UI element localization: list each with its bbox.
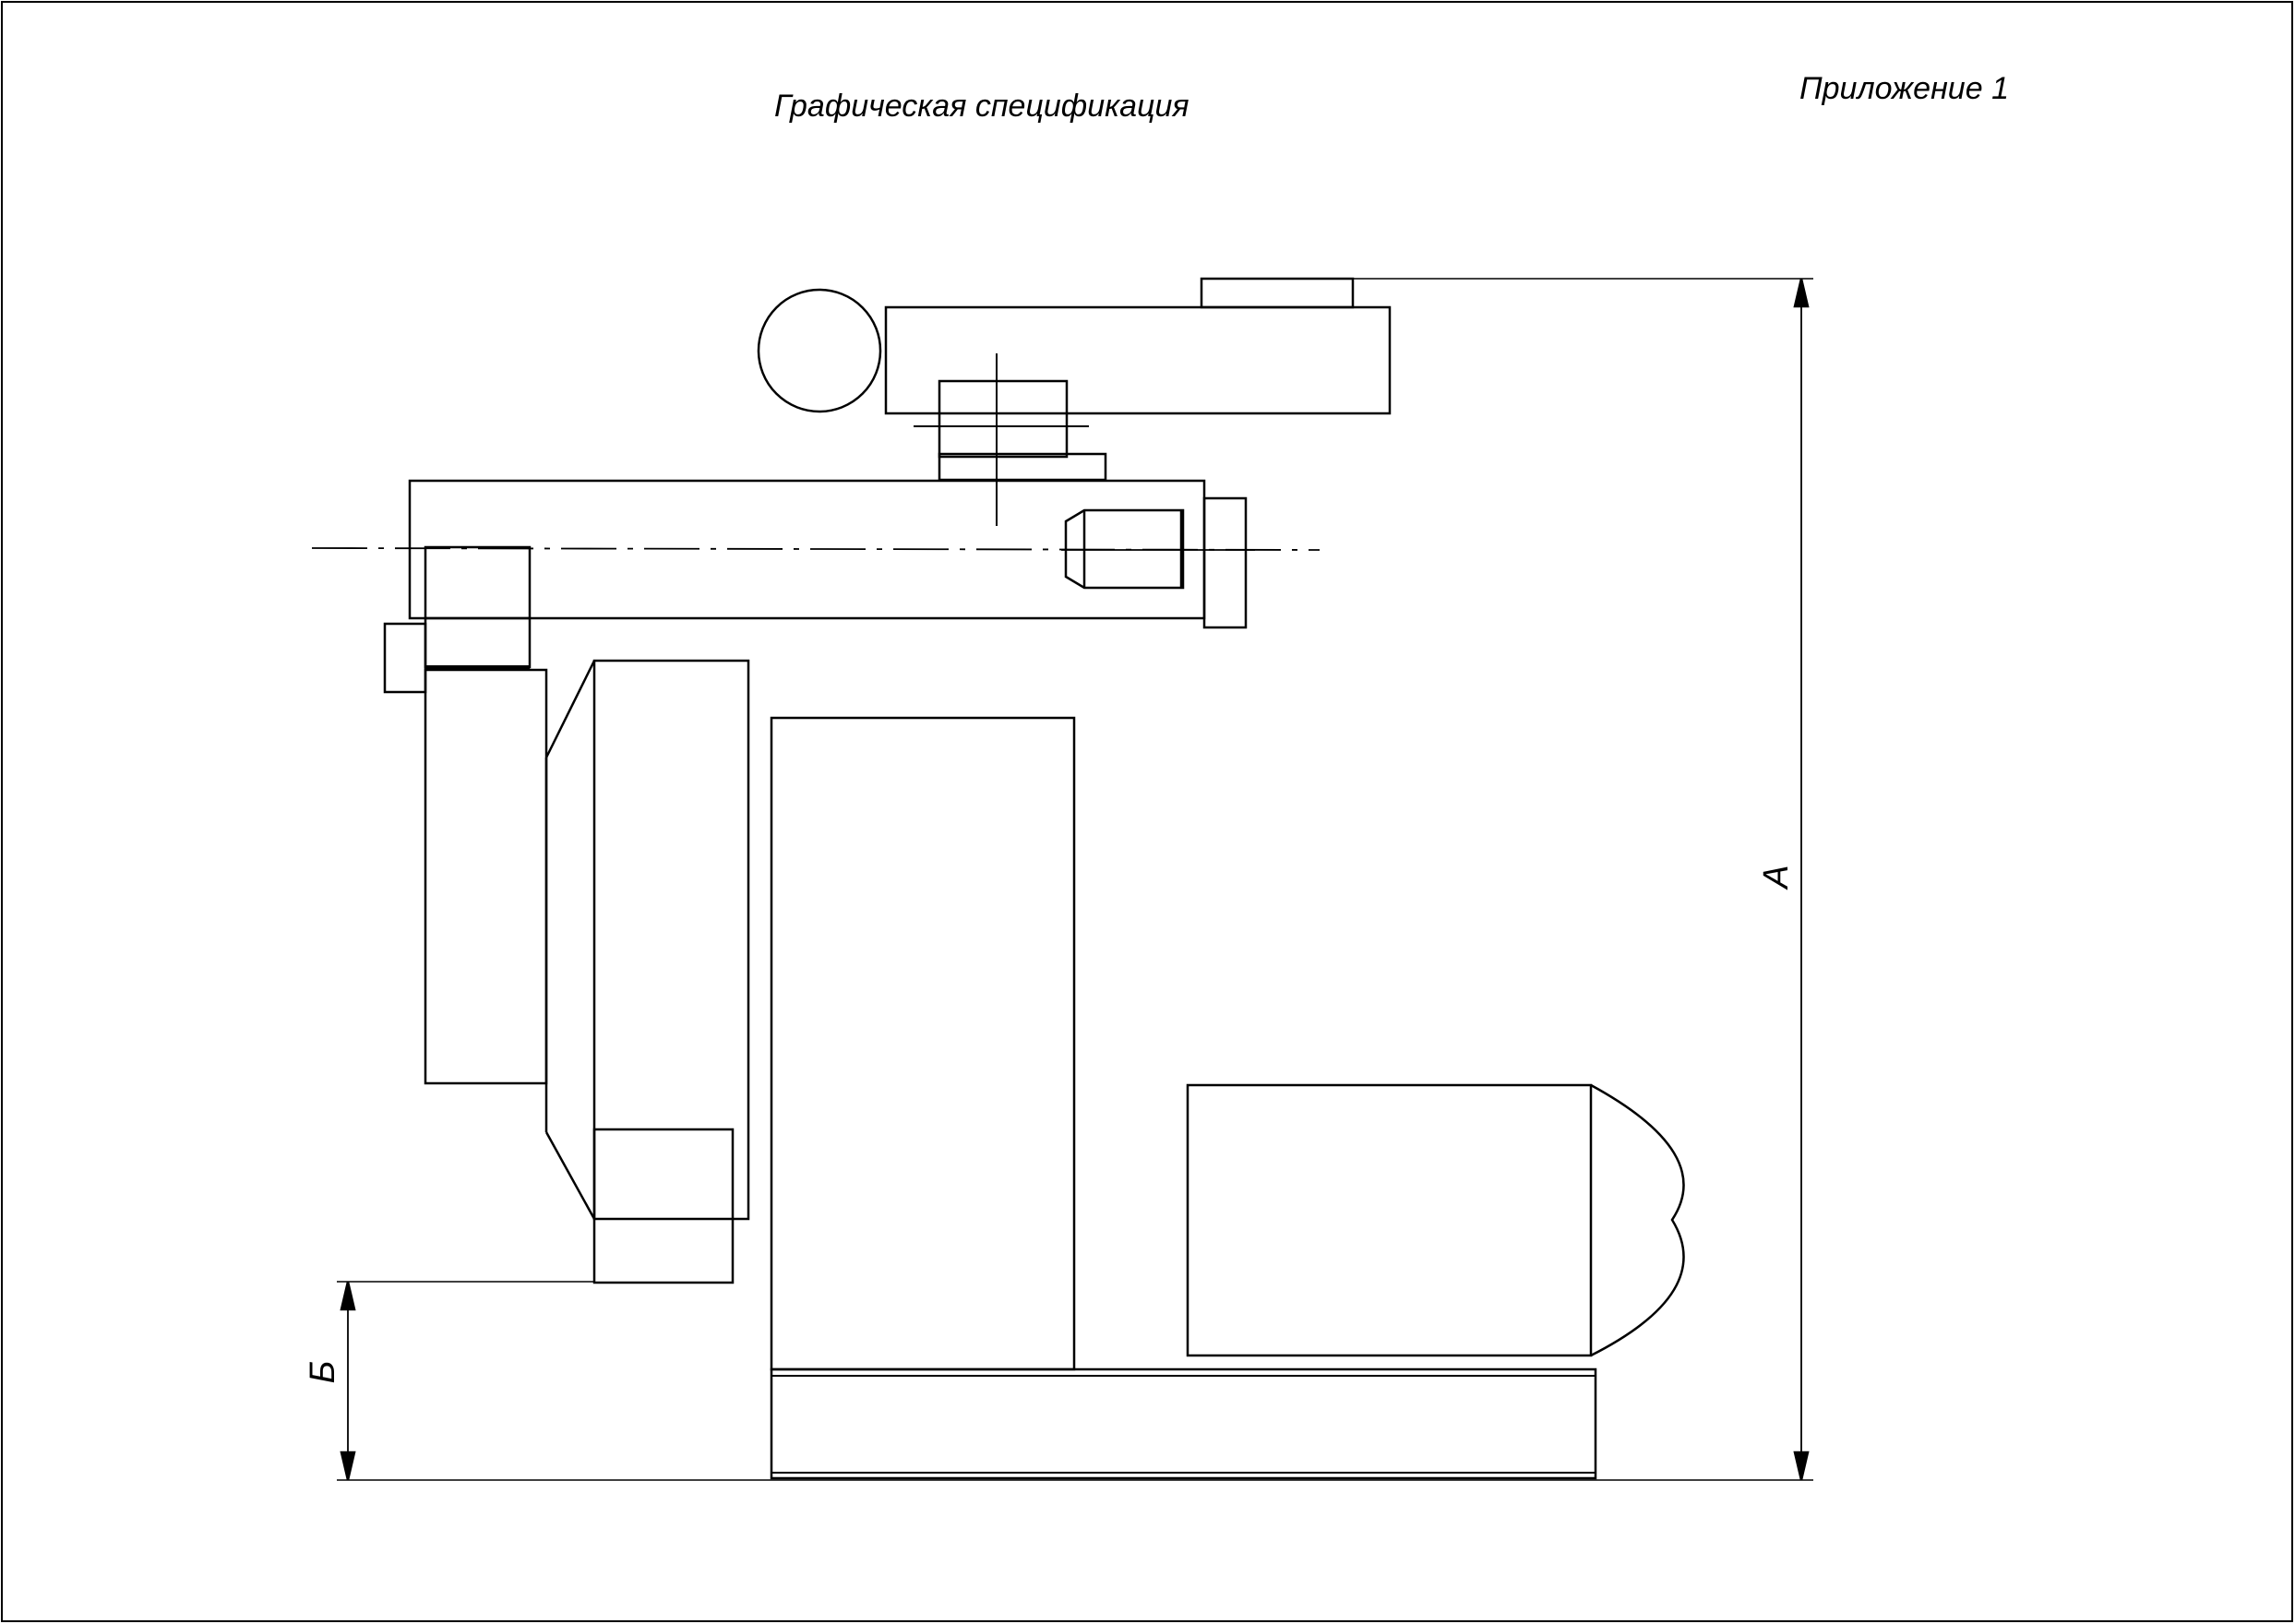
top-arm-block	[938, 379, 1069, 459]
beam-end-flange	[1202, 496, 1248, 629]
top-arm	[884, 305, 1392, 415]
head-taper-top	[544, 660, 596, 758]
motor-end-cap	[1590, 1083, 1685, 1357]
base-plate	[770, 1367, 1597, 1480]
dim-a-label: А	[1757, 865, 1796, 890]
left-column	[424, 668, 548, 1085]
left-clamp	[383, 622, 427, 694]
top-arm-roller	[757, 288, 882, 413]
head-body	[592, 659, 750, 1221]
appendix-label: Приложение 1	[1799, 71, 2009, 106]
top-arm-cap	[1200, 277, 1355, 309]
motor-body	[1186, 1083, 1593, 1357]
central-column	[770, 716, 1076, 1371]
head-taper-bottom	[544, 1131, 596, 1220]
beam-left-block	[424, 545, 532, 669]
dim-b-arrow-bottom	[340, 1451, 356, 1481]
dim-a-arrow-top	[1793, 278, 1810, 308]
head-tool	[592, 1128, 735, 1284]
dim-b-label: Б	[304, 1361, 342, 1384]
drawing-title: Графическая спецификация	[774, 89, 1189, 124]
dim-b-arrow-top	[340, 1281, 356, 1311]
dim-a-arrow-bottom	[1793, 1451, 1810, 1481]
